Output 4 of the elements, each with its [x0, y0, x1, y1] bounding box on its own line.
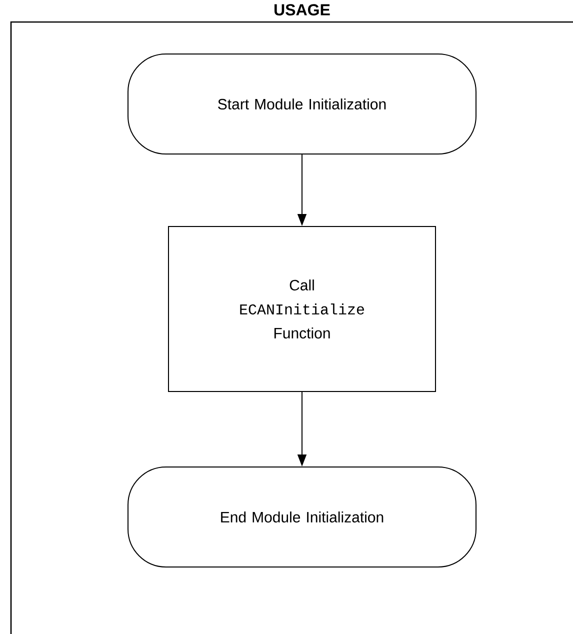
terminal-box: Start Module Initialization: [128, 54, 476, 154]
title: USAGE: [274, 4, 330, 16]
terminal-box: End Module Initialization: [128, 466, 476, 568]
process-box: Call ECANInitialize Function: [168, 226, 436, 392]
